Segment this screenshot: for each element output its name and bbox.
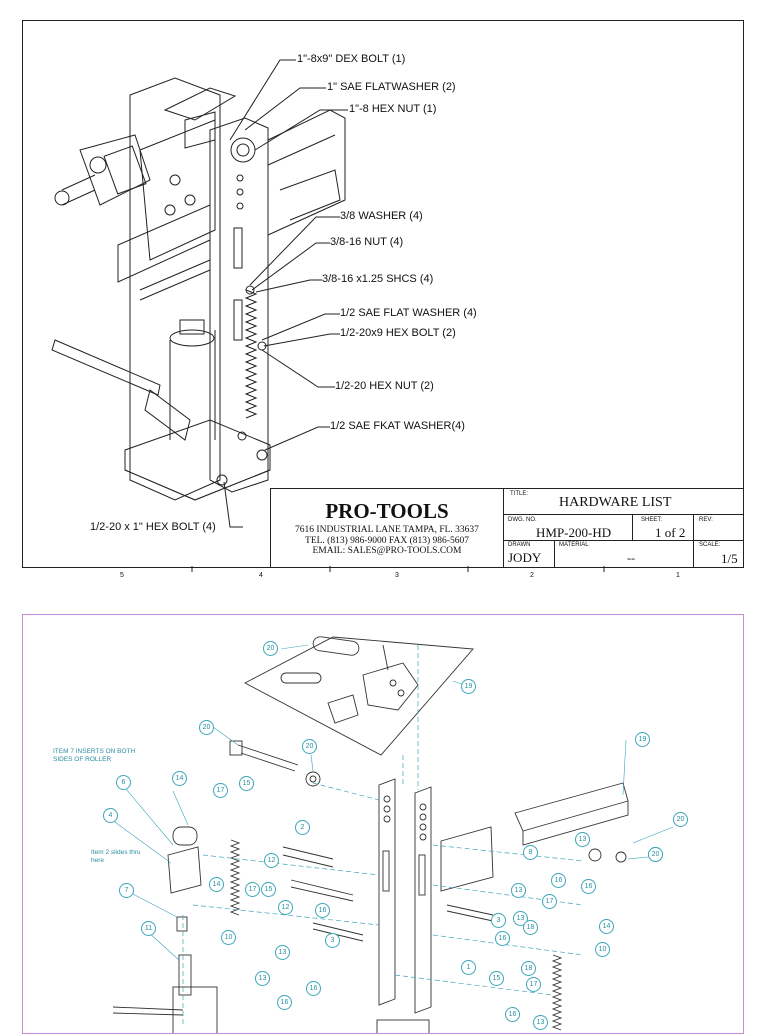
part-balloon: 3: [491, 913, 506, 928]
part-balloon: 19: [461, 679, 476, 694]
drawing-title: HARDWARE LIST: [559, 495, 672, 510]
part-balloon: 17: [542, 894, 557, 909]
part-balloon: 13: [533, 1015, 548, 1030]
company-address: 7616 INDUSTRIAL LANE TAMPA, FL. 33637: [295, 525, 479, 535]
exploded-view-sheet: ITEM 7 INSERTS ON BOTH SIDES OF ROLLER I…: [22, 614, 744, 1034]
note-item-2-slides: Item 2 slides thru here: [91, 849, 141, 864]
company-name: PRO-TOOLS: [325, 499, 449, 523]
part-balloon: 10: [221, 930, 236, 945]
callout-dex-bolt: 1"-8x9" DEX BOLT (1): [297, 53, 406, 65]
part-balloon: 16: [315, 903, 330, 918]
sheet-number: 1 of 2: [655, 525, 686, 540]
part-balloon: 10: [595, 942, 610, 957]
material-label: MATERIAL: [559, 542, 589, 548]
part-balloon: 20: [648, 847, 663, 862]
part-balloon: 17: [213, 783, 228, 798]
sheet-label: SHEET:: [641, 517, 663, 523]
callout-hex-bolt-1in: 1/2-20 x 1" HEX BOLT (4): [90, 521, 216, 533]
part-balloon: 13: [255, 971, 270, 986]
material-value: --: [627, 551, 635, 565]
part-balloon: 4: [103, 808, 118, 823]
company-phone: TEL. (813) 986-9000 FAX (813) 986-5607: [305, 536, 469, 546]
dwg-no: HMP-200-HD: [536, 525, 612, 540]
part-balloon: 16: [581, 879, 596, 894]
part-balloon: 16: [551, 873, 566, 888]
part-balloon: 13: [575, 832, 590, 847]
part-balloon: 18: [523, 920, 538, 935]
drawn-label: DRAWN: [508, 542, 531, 548]
drawn-by: JODY: [508, 550, 542, 565]
callout-hex-nut: 1"-8 HEX NUT (1): [349, 103, 437, 115]
callout-nut-3-8: 3/8-16 NUT (4): [330, 236, 404, 248]
zone-label: 1: [676, 572, 680, 579]
callout-hex-nut-1-2: 1/2-20 HEX NUT (2): [335, 380, 434, 392]
title-label: TITLE:: [510, 491, 529, 497]
part-balloon: 20: [263, 641, 278, 656]
part-balloon: 13: [511, 883, 526, 898]
part-balloon: 13: [275, 945, 290, 960]
part-balloon: 16: [277, 995, 292, 1010]
company-block: PRO-TOOLS 7616 INDUSTRIAL LANE TAMPA, FL…: [270, 488, 504, 568]
part-balloon: 12: [264, 853, 279, 868]
part-balloon: 14: [209, 877, 224, 892]
part-balloon: 11: [141, 921, 156, 936]
part-balloon: 16: [306, 981, 321, 996]
zone-label: 2: [530, 572, 534, 579]
part-balloon: 15: [489, 971, 504, 986]
part-balloon: 1: [461, 960, 476, 975]
company-email: EMAIL: SALES@PRO-TOOLS.COM: [312, 546, 462, 556]
scale-cell: SCALE: 1/5: [693, 540, 744, 568]
dwg-no-cell: DWG. NO. HMP-200-HD: [503, 514, 633, 541]
part-balloon: 20: [199, 720, 214, 735]
callout-sae-flatwasher: 1" SAE FLATWASHER (2): [327, 81, 456, 93]
callout-fkat-washer: 1/2 SAE FKAT WASHER(4): [330, 420, 465, 432]
callout-washer-3-8: 3/8 WASHER (4): [340, 210, 423, 222]
sheet-cell: SHEET: 1 of 2: [632, 514, 694, 541]
part-balloon: 3: [325, 933, 340, 948]
part-balloon: 15: [239, 776, 254, 791]
zone-label: 3: [395, 572, 399, 579]
note-item-7-inserts: ITEM 7 INSERTS ON BOTH SIDES OF ROLLER: [53, 748, 136, 763]
part-balloon: 19: [635, 732, 650, 747]
part-balloon: 20: [302, 739, 317, 754]
callout-shcs: 3/8-16 x1.25 SHCS (4): [322, 273, 434, 285]
scale-label: SCALE:: [699, 542, 721, 548]
part-balloon: 15: [261, 882, 276, 897]
material-cell: MATERIAL --: [554, 540, 694, 568]
part-balloon: 6: [116, 775, 131, 790]
part-balloon: 14: [172, 771, 187, 786]
part-balloon: 12: [278, 900, 293, 915]
part-balloon: 18: [521, 961, 536, 976]
part-balloon: 14: [599, 919, 614, 934]
zone-label: 5: [120, 572, 124, 579]
scale-value: 1/5: [721, 551, 738, 566]
part-balloon: 8: [523, 845, 538, 860]
rev-label: REV:: [699, 517, 713, 523]
part-balloon: 7: [119, 883, 134, 898]
part-balloon: 17: [526, 977, 541, 992]
part-balloon: 20: [673, 812, 688, 827]
part-balloon: 16: [495, 931, 510, 946]
part-balloon: 17: [245, 882, 260, 897]
title-cell: TITLE: HARDWARE LIST: [503, 488, 744, 515]
rev-cell: REV:: [693, 514, 744, 541]
callout-flat-washer-1-2: 1/2 SAE FLAT WASHER (4): [340, 307, 477, 319]
drawn-cell: DRAWN JODY: [503, 540, 555, 568]
part-balloon: 16: [505, 1007, 520, 1022]
zone-label: 4: [259, 572, 263, 579]
exploded-view-illustration: [107, 636, 674, 1033]
part-balloon: 2: [295, 820, 310, 835]
callout-hex-bolt-1-2: 1/2-20x9 HEX BOLT (2): [340, 327, 456, 339]
machine-illustration: [51, 59, 605, 572]
dwg-no-label: DWG. NO.: [508, 517, 537, 523]
